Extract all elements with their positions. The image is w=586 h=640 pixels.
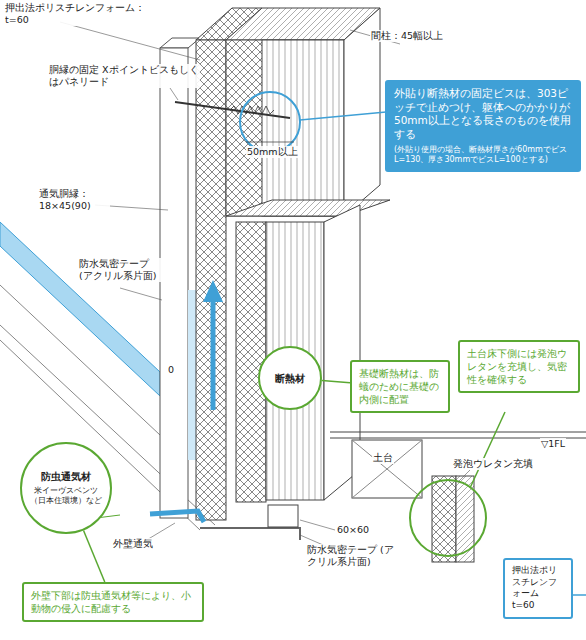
drawing-stroke: [150, 511, 204, 522]
part-label: 通気胴縁： 18×45(90): [38, 188, 110, 212]
part-label: 発泡ウレタン充填: [452, 458, 534, 470]
drawing-stroke: [226, 40, 344, 216]
part-label: 防水気密テープ (アクリル系片面): [78, 258, 166, 282]
drawing-stroke: [196, 40, 226, 520]
drawing-stroke: [300, 520, 335, 530]
part-label: 胴縁の固定 Xポイントビスもしくはパネリード: [48, 64, 200, 88]
part-label: 60×60: [336, 524, 370, 536]
drawing-stroke: [230, 106, 274, 114]
part-label: 土台: [372, 452, 394, 464]
part-label: ▽1FL: [540, 438, 566, 450]
callout-note: 米イーヴスベンツ（日本住環境）など: [28, 486, 104, 506]
drawing-stroke: [352, 440, 422, 498]
drawing-stroke: [160, 38, 200, 48]
callout-circle: 防虫通気材米イーヴスベンツ（日本住環境）など: [20, 442, 112, 534]
callout-text: 外壁下部は防虫通気材等により、小動物の侵入に配慮する: [31, 589, 195, 615]
part-label: 0: [167, 364, 175, 376]
callout-text: 押出法ポリスチレンフォーム t=60: [512, 565, 564, 612]
drawing-stroke: [432, 476, 456, 562]
drawing-stroke: [170, 88, 178, 100]
drawing-stroke: [268, 505, 298, 527]
drawing-stroke: [330, 432, 586, 433]
drawing-stroke: [470, 412, 505, 488]
drawing-stroke: [226, 200, 390, 216]
drawing-stroke: [352, 440, 422, 498]
drawing-stroke: [188, 290, 196, 460]
drawing-stroke: [60, 22, 200, 60]
drawing-stroke: [160, 48, 188, 518]
drawing-stroke: [262, 40, 344, 216]
drawing-stroke: [410, 480, 486, 556]
drawing-stroke: [0, 285, 160, 435]
drawing-stroke: [572, 594, 586, 596]
drawing-stroke: [203, 280, 223, 302]
drawing-stroke: [120, 288, 162, 300]
callout-text: 基礎断熱材は、防蟻のために基礎の内側に配置: [359, 367, 441, 406]
callout-box: 土台床下側には発泡ウレタンを充填し、気密性を確保する: [458, 340, 580, 393]
callout-text: 土台床下側には発泡ウレタンを充填し、気密性を確保する: [467, 347, 571, 386]
material-box: 押出法ポリスチレンフォーム t=60: [503, 558, 573, 619]
drawing-stroke: [200, 528, 300, 540]
drawing-stroke: [0, 222, 160, 396]
part-label: 外壁通気: [112, 538, 154, 550]
callout-box: 外壁下部は防虫通気材等により、小動物の侵入に配慮する: [22, 582, 204, 622]
leader-line: [322, 380, 350, 382]
part-label: 防水気密テープ (アクリル系片面): [306, 544, 404, 568]
callout-text: 断熱材: [275, 372, 305, 385]
drawing-stroke: [211, 300, 216, 410]
part-label: 間柱：45幅以上: [370, 30, 444, 42]
callout-note: (外貼り使用の場合、断熱材厚さが60mmでビスL=130、厚さ30mmでビスL=…: [394, 145, 572, 166]
callout-circle: 断熱材: [258, 346, 322, 410]
callout-text: 防虫通気材: [41, 470, 91, 483]
callout-box: 外貼り断熱材の固定ビスは、303ピッチで止めつけ、躯体へのかかりが50mm以上と…: [385, 80, 581, 172]
leader-line: [84, 531, 105, 582]
callout-text: 外貼り断熱材の固定ビスは、303ピッチで止めつけ、躯体へのかかりが50mm以上と…: [394, 87, 572, 142]
part-label: 50mm以上: [246, 146, 299, 158]
drawing-stroke: [300, 112, 386, 120]
drawing-stroke: [240, 92, 300, 152]
drawing-stroke: [458, 470, 470, 482]
part-label: 押出法ポリスチレンフォーム： t=60: [4, 2, 156, 26]
drawing-stroke: [175, 102, 290, 118]
callout-box: 基礎断熱材は、防蟻のために基礎の内側に配置: [350, 360, 450, 413]
drawing-stroke: [246, 142, 294, 143]
